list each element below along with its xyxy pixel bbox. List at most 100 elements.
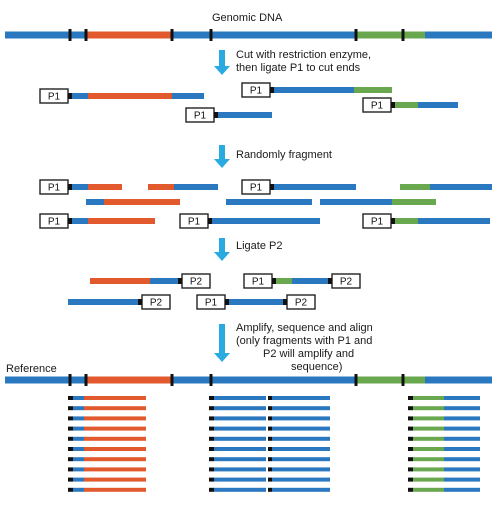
- dna-segment: [272, 436, 330, 441]
- dna-segment: [84, 467, 146, 472]
- dna-segment: [84, 416, 146, 421]
- cut-site-tick: [68, 374, 72, 386]
- dna-segment: [88, 218, 155, 224]
- dna-segment: [214, 487, 266, 492]
- read-end-marker: [209, 416, 214, 421]
- read-end-marker: [68, 416, 73, 421]
- read-end-marker: [408, 406, 413, 411]
- dna-segment: [356, 31, 425, 39]
- down-arrow-shaft: [219, 50, 225, 67]
- read-end-marker: [268, 396, 272, 400]
- dna-segment: [413, 457, 444, 462]
- dna-segment: [68, 299, 142, 305]
- read-end-marker: [408, 426, 413, 431]
- cut-site-tick: [354, 374, 358, 386]
- read-end-marker: [408, 447, 413, 451]
- read-end-marker: [209, 406, 214, 411]
- p1-adapter-label: P1: [250, 183, 263, 194]
- p2-adapter-label: P2: [340, 277, 353, 288]
- read-end-marker: [268, 477, 272, 482]
- title-label: Genomic DNA: [212, 12, 283, 24]
- step2-label: Randomly fragment: [236, 149, 332, 161]
- p1-adapter-label: P1: [194, 111, 207, 122]
- read-end-marker: [268, 426, 272, 431]
- dna-segment: [292, 278, 332, 284]
- dna-segment: [392, 199, 436, 205]
- p1-adapter-connector: [68, 218, 72, 224]
- dna-segment: [413, 487, 444, 492]
- dna-segment: [5, 376, 492, 384]
- p1-adapter-label: P1: [252, 277, 265, 288]
- dna-segment: [84, 396, 146, 400]
- p2-adapter-label: P2: [190, 277, 203, 288]
- p1-adapter-connector: [270, 184, 274, 190]
- dna-segment: [413, 426, 444, 431]
- read-end-marker: [268, 447, 272, 451]
- dna-segment: [214, 436, 266, 441]
- p2-adapter-connector: [178, 278, 182, 284]
- cut-site-tick: [401, 29, 405, 41]
- step4-label-line3: P2 will amplify and: [263, 348, 354, 360]
- dna-segment: [413, 396, 444, 400]
- p1-adapter-label: P1: [188, 217, 201, 228]
- p2-adapter-label: P2: [295, 298, 308, 309]
- dna-segment: [88, 184, 122, 190]
- dna-segment: [172, 93, 204, 99]
- dna-segment: [73, 406, 84, 411]
- cut-site-tick: [354, 29, 358, 41]
- dna-segment: [88, 93, 172, 99]
- read-end-marker: [209, 447, 214, 451]
- read-end-marker: [209, 487, 214, 492]
- dna-segment: [150, 278, 182, 284]
- dna-segment: [214, 426, 266, 431]
- cut-site-tick: [84, 374, 88, 386]
- dna-segment: [214, 447, 266, 451]
- dna-segment: [84, 477, 146, 482]
- dna-segment: [73, 416, 84, 421]
- cut-site-tick: [170, 374, 174, 386]
- read-end-marker: [268, 406, 272, 411]
- p1-adapter-label: P1: [250, 86, 263, 97]
- dna-segment: [73, 396, 84, 400]
- read-end-marker: [68, 457, 73, 462]
- dna-segment: [400, 184, 430, 190]
- dna-segments: [5, 31, 492, 492]
- dna-segment: [214, 477, 266, 482]
- read-end-marker: [68, 426, 73, 431]
- read-end-marker: [68, 436, 73, 441]
- down-arrow-head: [214, 66, 230, 75]
- dna-segment: [86, 199, 104, 205]
- read-end-marker: [68, 406, 73, 411]
- dna-segment: [229, 299, 287, 305]
- dna-segment: [214, 396, 266, 400]
- reference-label: Reference: [6, 363, 57, 375]
- dna-segment: [356, 376, 425, 384]
- dna-segment: [90, 278, 150, 284]
- dna-segment: [413, 416, 444, 421]
- dna-segment: [214, 416, 266, 421]
- read-end-marker: [209, 457, 214, 462]
- step4-label-line2: (only fragments with P1 and: [236, 335, 372, 347]
- dna-segment: [354, 87, 392, 93]
- dna-segment: [444, 487, 480, 492]
- p1-adapter-connector: [208, 218, 212, 224]
- read-end-marker: [68, 447, 73, 451]
- dna-segment: [84, 487, 146, 492]
- dna-segment: [214, 406, 266, 411]
- dna-segment: [272, 396, 330, 400]
- dna-segment: [104, 199, 180, 205]
- p1-adapter-connector: [272, 278, 276, 284]
- dna-segment: [320, 199, 392, 205]
- dna-segment: [214, 457, 266, 462]
- down-arrow-head: [214, 353, 230, 362]
- read-end-marker: [209, 477, 214, 482]
- read-end-marker: [408, 487, 413, 492]
- p1-adapter-label: P1: [371, 217, 384, 228]
- cut-site-tick: [84, 29, 88, 41]
- read-end-marker: [209, 396, 214, 400]
- dna-segment: [444, 436, 480, 441]
- down-arrow-shaft: [219, 324, 225, 354]
- read-end-marker: [408, 467, 413, 472]
- dna-segment: [413, 406, 444, 411]
